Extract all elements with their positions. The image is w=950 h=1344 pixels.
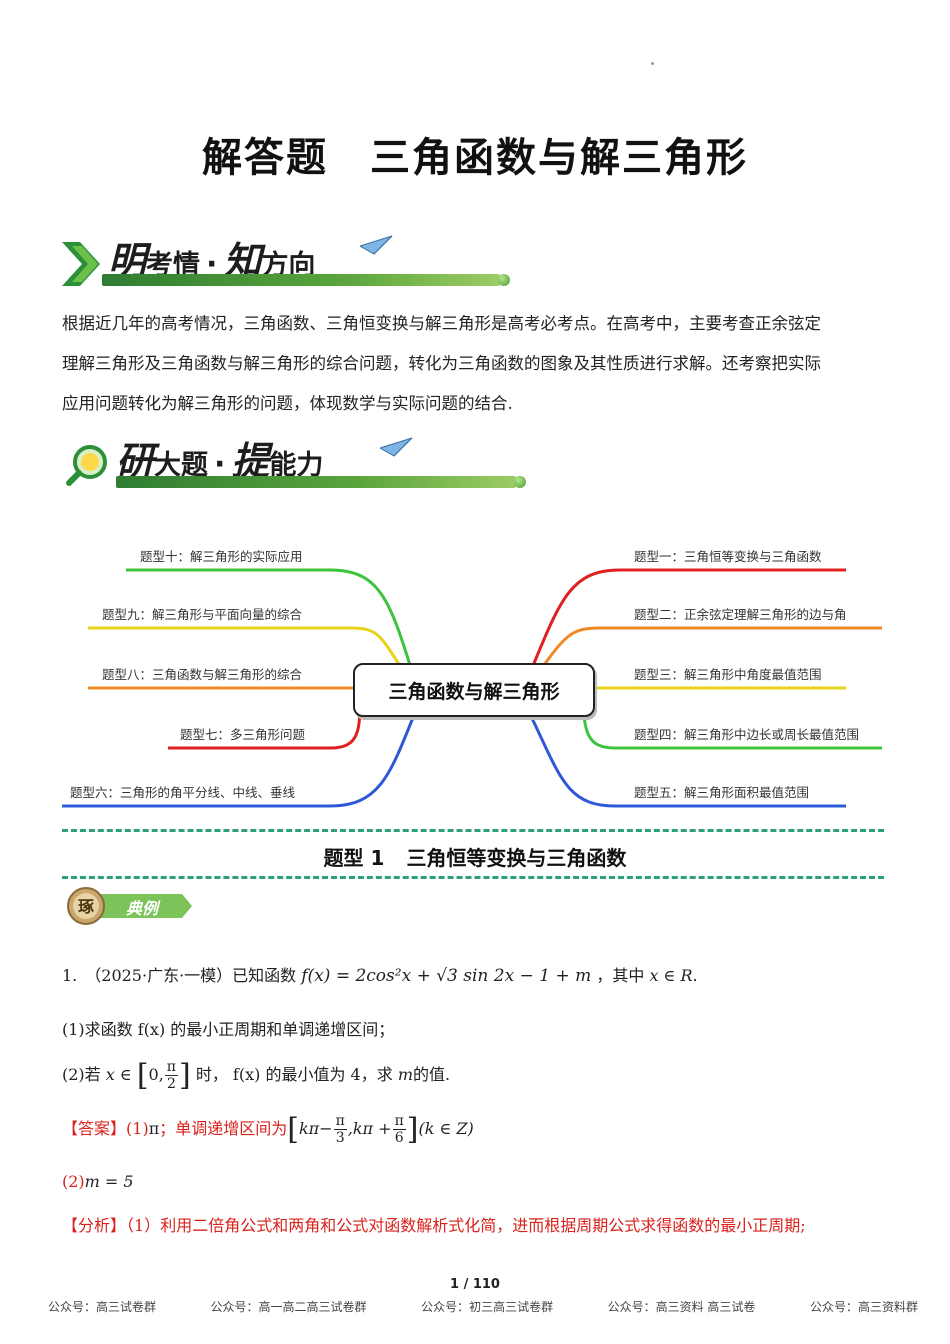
intro-line: 理解三角形及三角函数与解三角形的综合问题，转化为三角函数的图象及其性质进行求解。… — [62, 354, 821, 373]
header-dot — [651, 62, 654, 65]
page-number: 1 / 110 — [450, 1277, 500, 1292]
answer-part-1: (1) — [126, 1119, 149, 1138]
mind-map-item: 题型五：解三角形面积最值范围 — [634, 785, 810, 800]
type-title: 题型 1 三角恒等变换与三角函数 — [0, 842, 950, 871]
banner1-bead — [498, 274, 510, 286]
answer-kpi: kπ — [298, 1119, 320, 1138]
example-badge-shape — [67, 887, 192, 925]
footer-ad: 公众号：高一高二高三试卷群 — [210, 1300, 367, 1314]
paper-plane-icon — [360, 235, 393, 255]
answer-line-2: (2)m = 5 — [62, 1172, 134, 1191]
footer-ad: 公众号：高三资料 高三试卷 — [607, 1300, 756, 1314]
banner2-underline — [116, 476, 516, 488]
frac-den: 6 — [394, 1130, 404, 1146]
mind-map-item: 题型六：三角形的角平分线、中线、垂线 — [70, 785, 296, 800]
part2-prefix: (2)若 — [62, 1065, 101, 1084]
part2-condition: f(x) 的最小值为 4，求 — [232, 1065, 393, 1084]
part2-m: m — [397, 1065, 413, 1084]
analysis-tag: 【分析】 — [62, 1216, 127, 1235]
intro-line: 根据近几年的高考情况，三角函数、三角恒变换与解三角形是高考必考点。在高考中，主要… — [62, 314, 821, 333]
section-banner-2: 研大题·提能力 — [62, 428, 532, 498]
analysis-text: （1）利用二倍角公式和两角和公式对函数解析式化简，进而根据周期公式求得函数的最小… — [126, 1216, 806, 1235]
mind-map-item: 题型十：解三角形的实际应用 — [140, 549, 303, 564]
problem-function: f(x) = 2cos²x + √3 sin 2x − 1 + m — [301, 966, 592, 986]
problem-domain: x ∈ R — [649, 966, 693, 985]
paper-plane-icon — [380, 437, 413, 457]
answer-tag: 【答案】 — [62, 1119, 127, 1138]
section-banner-1: 明考情·知方向 — [62, 228, 532, 298]
part2-end: 的值. — [412, 1065, 451, 1084]
problem-mid: ，其中 — [596, 966, 645, 985]
footer-ad: 公众号：高三资料群 — [809, 1300, 918, 1314]
mind-map-item: 题型一：三角恒等变换与三角函数 — [634, 549, 822, 564]
mind-map-item: 题型七：多三角形问题 — [180, 727, 306, 742]
example-badge-icon: 琢 — [77, 897, 94, 916]
banner2-big-char-2: 提 — [231, 439, 270, 483]
example-badge: 琢 典例 — [64, 884, 194, 928]
banner2-text-2: 能力 — [269, 450, 324, 481]
footer-ad: 公众号：高三试卷群 — [48, 1300, 157, 1314]
mind-map-center: 三角函数与解三角形 — [353, 663, 595, 717]
answer-m-value: m = 5 — [84, 1172, 134, 1191]
answer-period: π — [148, 1119, 160, 1138]
banner2-text: 大题 — [154, 450, 209, 481]
divider-top — [62, 829, 884, 832]
example-badge-text: 典例 — [126, 899, 159, 918]
divider-bottom — [62, 876, 884, 879]
part2-x: x ∈ — [105, 1065, 132, 1084]
intro-paragraph: 根据近几年的高考情况，三角函数、三角恒变换与解三角形是高考必考点。在高考中，主要… — [62, 304, 890, 424]
page-title: 解答题 三角函数与解三角形 — [202, 134, 748, 181]
footer-ads: 公众号：高三试卷群 公众号：高一高二高三试卷群 公众号：初三高三试卷群 公众号：… — [48, 1298, 918, 1315]
mind-map-item: 题型八：三角函数与解三角形的综合 — [102, 667, 303, 682]
mind-map-item: 题型二：正余弦定理解三角形的边与角 — [634, 607, 847, 622]
type-number: 题型 1 — [323, 846, 385, 870]
problem-intro: 1. （2025·广东·一模）已知函数 — [62, 966, 297, 985]
intro-line: 应用问题转化为解三角形的问题，体现数学与实际问题的结合. — [62, 394, 513, 413]
answer-sep: ；单调递增区间为 — [159, 1119, 288, 1138]
answer-minus: − — [319, 1119, 333, 1138]
bracket-right: ] — [179, 1058, 191, 1093]
frac-num: π — [392, 1113, 406, 1130]
frac-num: π — [333, 1113, 347, 1130]
analysis-line: 【分析】（1）利用二倍角公式和两角和公式对函数解析式化简，进而根据周期公式求得函… — [62, 1212, 806, 1236]
banner2-bead — [514, 476, 526, 488]
frac-den: 3 — [335, 1130, 345, 1146]
banner1-underline — [102, 274, 500, 286]
chevron-arrow-icon — [62, 242, 100, 286]
mind-map: 题型十：解三角形的实际应用 题型九：解三角形与平面向量的综合 题型八：三角函数与… — [60, 530, 890, 820]
mind-map-item: 题型九：解三角形与平面向量的综合 — [102, 607, 303, 622]
type-name: 三角恒等变换与三角函数 — [406, 846, 627, 870]
answer-comma: ,kπ + — [347, 1119, 392, 1138]
part2-when: 时， — [195, 1065, 228, 1084]
problem-end: . — [692, 966, 698, 985]
answer-part-2: (2) — [62, 1172, 85, 1191]
banner2-big-char: 研 — [116, 439, 155, 483]
mind-map-item: 题型三：解三角形中角度最值范围 — [634, 667, 822, 682]
bracket-left: [ — [136, 1058, 149, 1093]
problem-part-1: (1)求函数 f(x) 的最小正周期和单调递增区间； — [62, 1020, 395, 1039]
problem-statement: 1. （2025·广东·一模）已知函数 f(x) = 2cos²x + √3 s… — [62, 962, 698, 986]
mind-map-item: 题型四：解三角形中边长或周长最值范围 — [634, 727, 860, 742]
answer-kz: (k ∈ Z) — [418, 1119, 474, 1138]
magnifier-icon — [66, 445, 107, 486]
footer-ad: 公众号：初三高三试卷群 — [421, 1300, 554, 1314]
